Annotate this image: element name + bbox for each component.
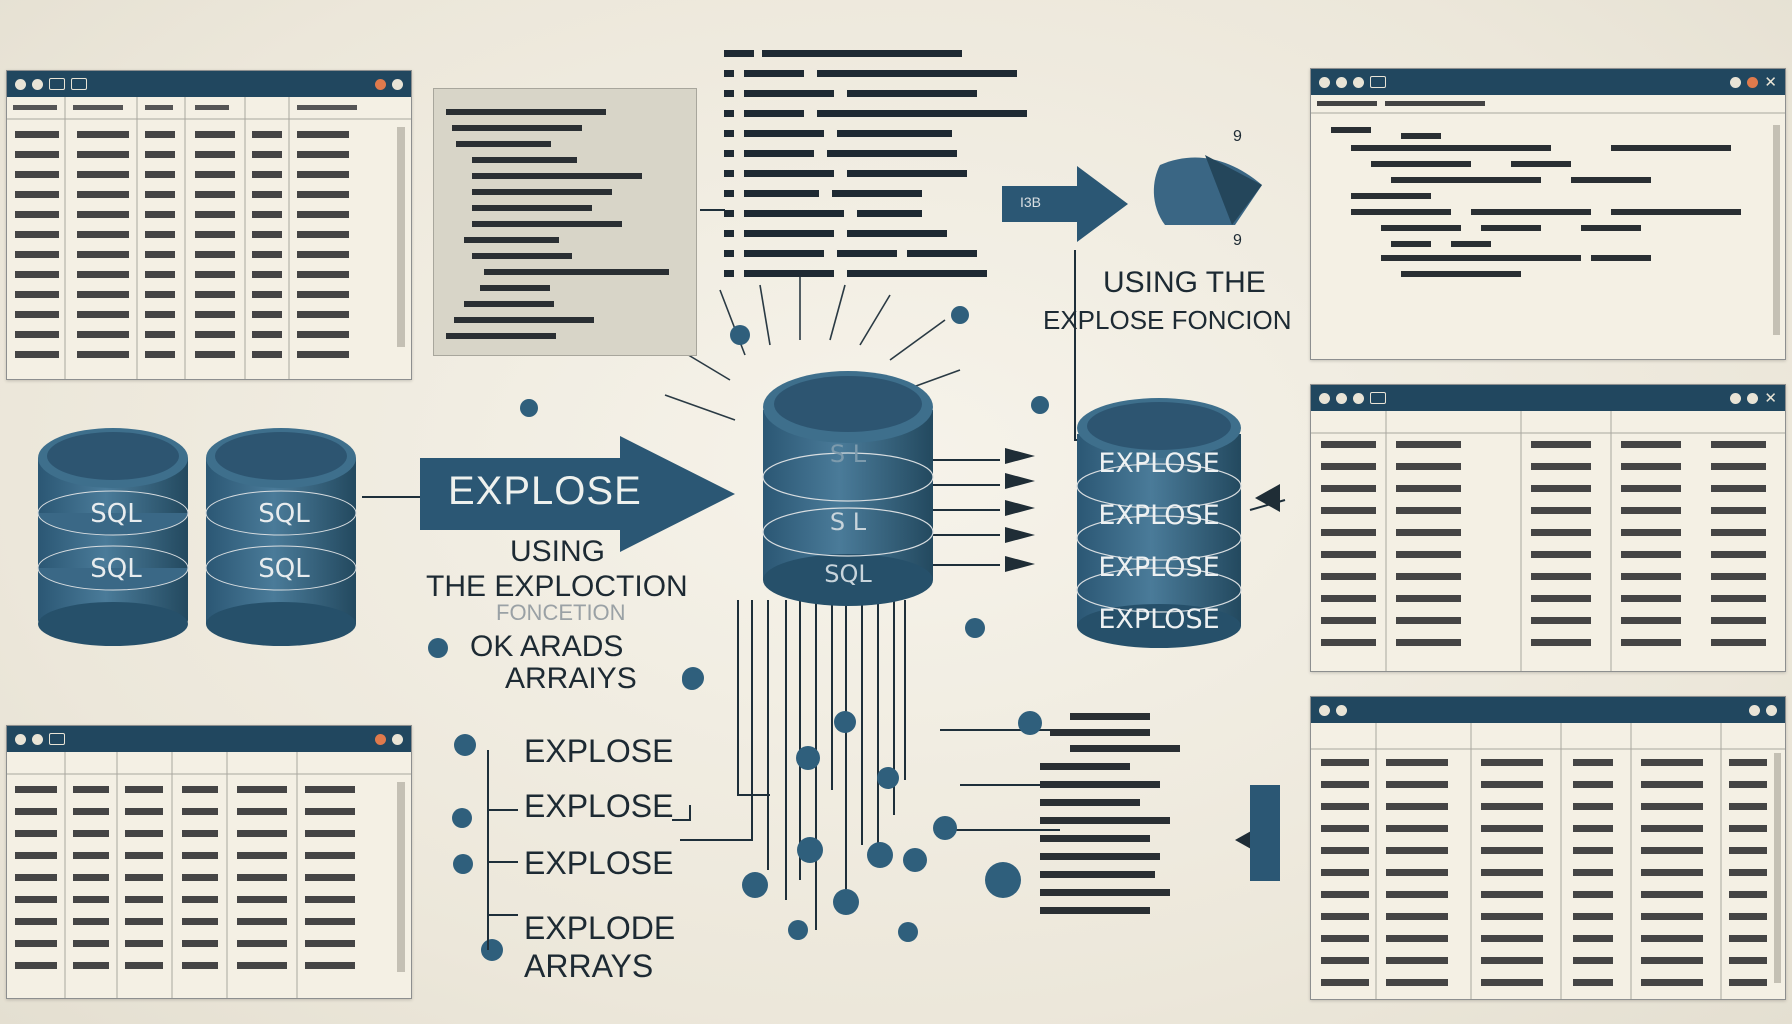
explose-stack-label: EXPLOSE	[1098, 552, 1219, 583]
sql-label: SQL	[258, 499, 310, 529]
sql-label: SQL	[258, 554, 310, 584]
sql-stack-1	[38, 428, 188, 646]
table-grid	[7, 752, 411, 998]
window-dot-icon[interactable]	[1319, 393, 1330, 404]
code-window-top-right: ✕	[1310, 68, 1786, 360]
window-tab-icon[interactable]	[1370, 392, 1386, 404]
list-item: EXPLOSE	[524, 845, 673, 882]
maximize-icon[interactable]	[1747, 77, 1758, 88]
window-titlebar	[7, 71, 411, 97]
caption-right-line1: USING THE	[1103, 266, 1266, 300]
sql-label: SQL	[90, 554, 142, 584]
window-titlebar: ✕	[1311, 385, 1785, 411]
list-item: ARRAYS	[524, 948, 653, 985]
window-tab-icon[interactable]	[49, 733, 65, 745]
close-icon[interactable]: ✕	[1764, 391, 1777, 406]
window-dot-icon[interactable]	[32, 734, 43, 745]
code-panel	[433, 88, 697, 356]
window-dot-icon[interactable]	[1336, 705, 1347, 716]
table-window-top-left	[6, 70, 412, 380]
window-tab-icon[interactable]	[1370, 76, 1386, 88]
minimize-icon[interactable]	[375, 79, 386, 90]
glyph-9-top: 9	[1233, 128, 1242, 146]
window-dot-icon[interactable]	[1336, 393, 1347, 404]
window-dot-icon[interactable]	[32, 79, 43, 90]
window-dot-icon[interactable]	[15, 79, 26, 90]
code-lines	[1311, 95, 1785, 359]
caption-left-line3: FONCETION	[496, 600, 626, 626]
window-dot-icon[interactable]	[1319, 77, 1330, 88]
caption-bullet-icon	[428, 638, 448, 658]
caption-left-line2: THE EXPLOCTION	[426, 570, 688, 604]
window-tab-icon[interactable]	[49, 78, 65, 90]
caption-left-line1: USING	[510, 535, 605, 569]
table-window-middle-right: ✕	[1310, 384, 1786, 672]
table-grid	[1311, 723, 1785, 999]
code-snippet	[722, 40, 1042, 290]
maximize-icon[interactable]	[392, 79, 403, 90]
table-window-bottom-right	[1310, 696, 1786, 1000]
window-titlebar: ✕	[1311, 69, 1785, 95]
sql-cylinders-left: SQL SQL SQL SQL	[30, 418, 370, 650]
table-window-bottom-left	[6, 725, 412, 999]
maximize-icon[interactable]	[392, 734, 403, 745]
explose-cylinder-stack: EXPLOSE EXPLOSE EXPLOSE EXPLOSE	[1073, 390, 1245, 656]
center-stack-label: SQL	[824, 560, 872, 588]
minimize-icon[interactable]	[375, 734, 386, 745]
close-icon[interactable]: ✕	[1764, 75, 1777, 90]
window-titlebar	[7, 726, 411, 752]
center-stack-label: S L	[830, 508, 867, 536]
minimize-icon[interactable]	[1730, 77, 1741, 88]
minimize-icon[interactable]	[1730, 393, 1741, 404]
caption-bullet-icon	[682, 670, 702, 690]
small-arrow-label: I3B	[1020, 194, 1041, 210]
list-item: EXPLOSE	[524, 733, 673, 770]
glyph-9-bottom: 9	[1233, 232, 1242, 250]
minimize-icon[interactable]	[1749, 705, 1760, 716]
window-dot-icon[interactable]	[1319, 705, 1330, 716]
list-item: EXPLODE	[524, 910, 675, 947]
table-grid	[7, 97, 411, 379]
window-dot-icon[interactable]	[15, 734, 26, 745]
window-dot-icon[interactable]	[1336, 77, 1347, 88]
table-grid	[1311, 411, 1785, 671]
explose-stack-label: EXPLOSE	[1098, 448, 1219, 479]
window-titlebar	[1311, 697, 1785, 723]
caption-left-line4: OK ARADS	[470, 630, 623, 664]
sql-label: SQL	[90, 499, 142, 529]
center-sql-cylinder: S L S L SQL	[757, 362, 939, 612]
window-dot-icon[interactable]	[1353, 77, 1364, 88]
caption-right-line2: EXPLOSE FONCION	[1043, 305, 1292, 336]
center-stack-label: S L	[830, 440, 867, 468]
sql-stack-2	[206, 428, 356, 646]
code-fragments	[1030, 705, 1200, 935]
maximize-icon[interactable]	[1766, 705, 1777, 716]
window-tab-icon[interactable]	[71, 78, 87, 90]
caption-left-line5: ARRAIYS	[505, 662, 637, 696]
list-item: EXPLOSE	[524, 788, 673, 825]
maximize-icon[interactable]	[1747, 393, 1758, 404]
side-tab	[1250, 785, 1280, 881]
explose-stack-label: EXPLOSE	[1098, 604, 1219, 635]
explose-stack-label: EXPLOSE	[1098, 500, 1219, 531]
window-dot-icon[interactable]	[1353, 393, 1364, 404]
code-lines	[434, 89, 696, 355]
explose-arrow-label: EXPLOSE	[448, 469, 642, 514]
